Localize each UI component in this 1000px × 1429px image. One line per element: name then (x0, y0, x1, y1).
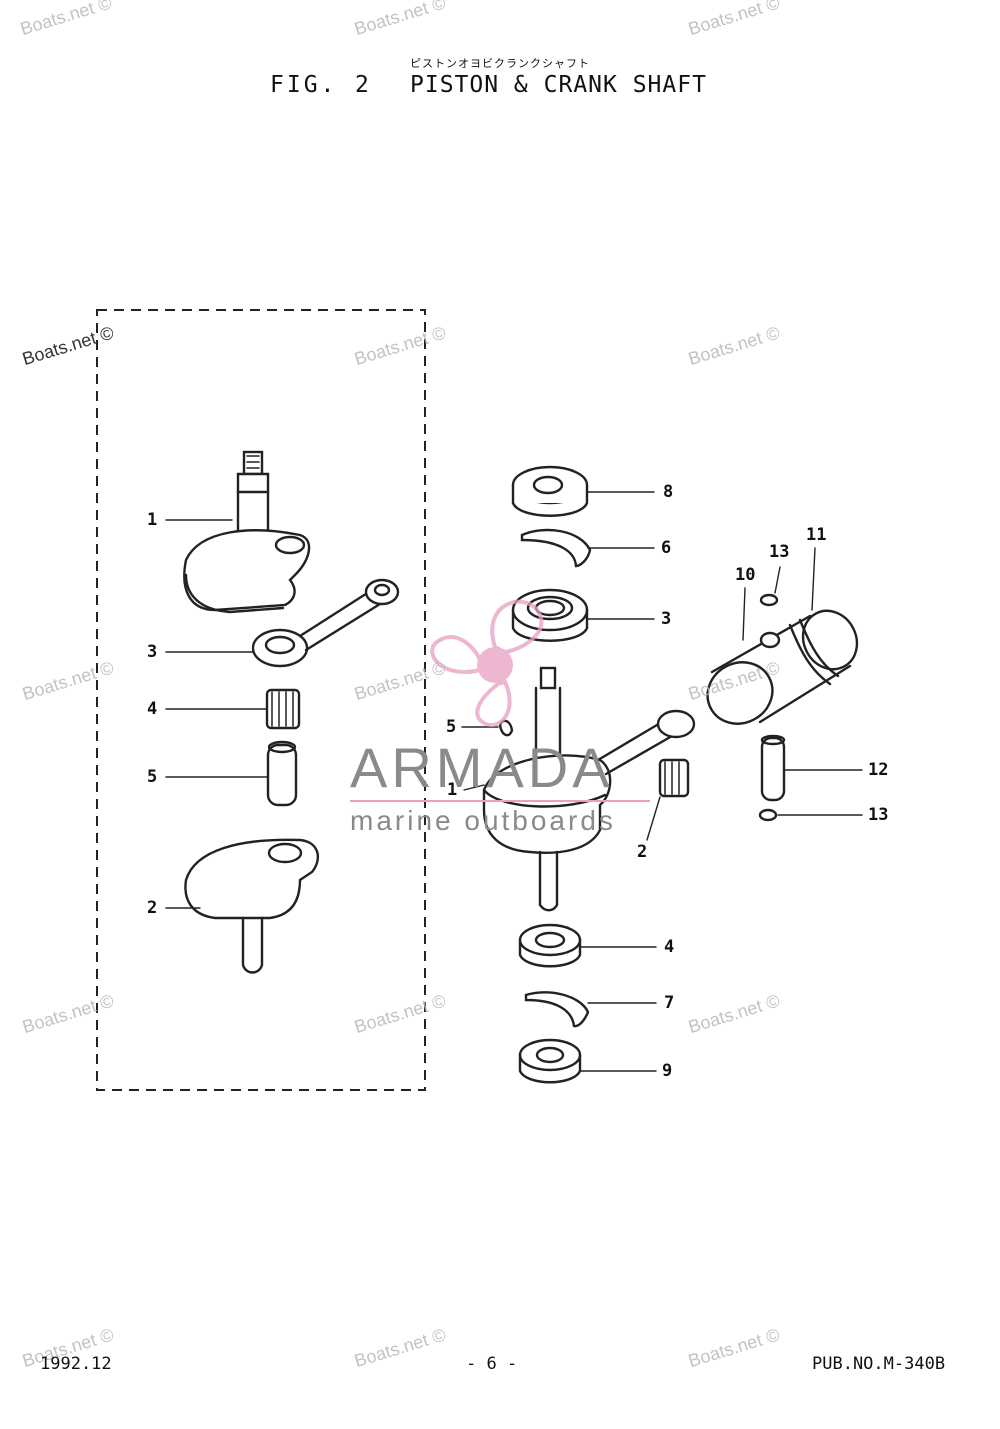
ball-bearing-upper-right (511, 588, 589, 642)
page-number: - 6 - (466, 1354, 518, 1374)
needle-bearing-left (265, 688, 301, 730)
callout-right-11: 11 (806, 525, 827, 545)
c-ring-upper-right (520, 528, 592, 568)
figure-number: 2 (355, 72, 369, 98)
callout-left-3: 3 (147, 642, 158, 662)
callout-right-7: 7 (664, 993, 675, 1013)
oil-seal-right (511, 465, 589, 517)
publication-number: PUB.NO.M-340B (812, 1354, 946, 1374)
c-ring-lower-right (524, 991, 590, 1028)
callout-right-4: 4 (664, 937, 675, 957)
callout-left-1: 1 (147, 510, 158, 530)
crank-pin-left (266, 740, 298, 807)
connecting-rod-left (251, 578, 400, 668)
callout-right-8: 8 (663, 482, 674, 502)
piston-pin-right (760, 734, 786, 802)
brand-name: ARMADA (350, 736, 614, 799)
subassembly-dashed-box (96, 309, 426, 1091)
japanese-title: ピストンオヨビクランクシャフト (410, 57, 590, 70)
figure-label: FIG. (270, 72, 338, 98)
piston-right (706, 609, 859, 725)
callout-right-1: 1 (447, 780, 458, 800)
needle-bearing-right (658, 758, 690, 798)
callout-right-13-bottom: 13 (868, 805, 889, 825)
brand-divider (350, 800, 650, 802)
callout-right-10: 10 (735, 565, 756, 585)
callout-left-4: 4 (147, 699, 158, 719)
callout-right-12: 12 (868, 760, 889, 780)
callout-right-3: 3 (661, 609, 672, 629)
ball-bearing-bottom-right (518, 1038, 582, 1084)
circlip-lower-right (758, 808, 778, 822)
callout-right-9: 9 (662, 1061, 673, 1081)
callout-left-2: 2 (147, 898, 158, 918)
leader-lines (165, 491, 863, 1072)
brand-tagline: marine outboards (350, 805, 616, 836)
callout-left-5: 5 (147, 767, 158, 787)
callout-right-5: 5 (446, 717, 457, 737)
crankshaft-lower-left (184, 838, 320, 974)
footer-date: 1992.12 (40, 1354, 112, 1374)
ball-bearing-lower-right (518, 923, 582, 968)
crankshaft-upper-left (183, 450, 311, 614)
figure-title: PISTON & CRANK SHAFT (410, 72, 707, 98)
brand-propeller-logo (430, 599, 544, 727)
callout-right-13-top: 13 (769, 542, 790, 562)
circlip-upper-right (759, 593, 779, 607)
callout-right-6: 6 (661, 538, 672, 558)
callout-right-2: 2 (637, 842, 648, 862)
crankshaft-assembly-right (482, 666, 696, 912)
